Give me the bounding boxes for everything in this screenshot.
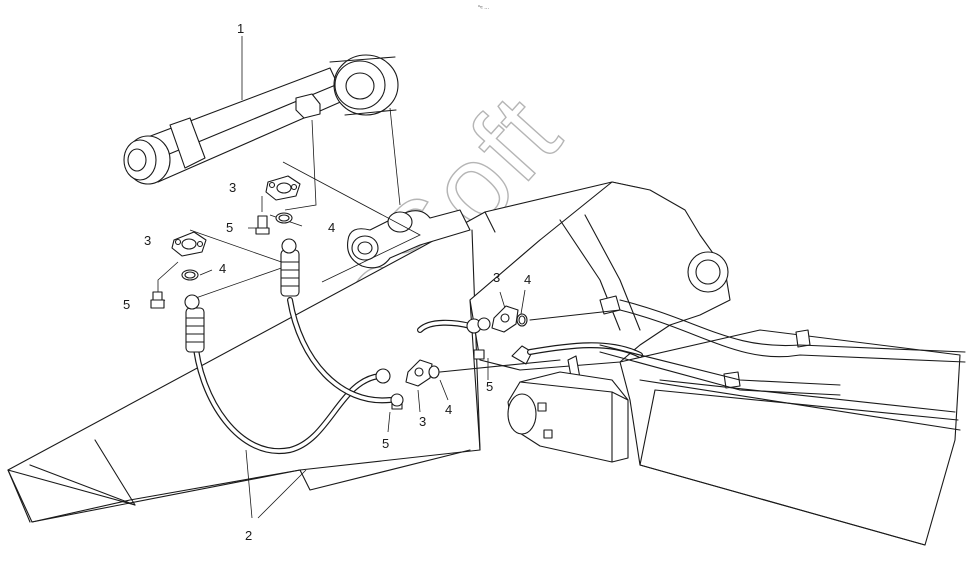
mounting-block bbox=[507, 371, 629, 463]
hoses bbox=[184, 238, 966, 455]
callout-2: 2 bbox=[245, 528, 252, 543]
callout-4-left: 4 bbox=[219, 261, 226, 276]
header-mark: °≈ … bbox=[478, 5, 489, 11]
callout-1: 1 bbox=[237, 21, 244, 36]
callout-5-upper: 5 bbox=[226, 220, 233, 235]
callout-3-left: 3 bbox=[144, 233, 151, 248]
callout-5-left: 5 bbox=[123, 297, 130, 312]
callout-4-upper: 4 bbox=[328, 220, 335, 235]
callout-5-right: 5 bbox=[486, 379, 493, 394]
callout-4-right: 4 bbox=[524, 272, 531, 287]
callout-5-lower: 5 bbox=[382, 436, 389, 451]
callout-3-lower: 3 bbox=[419, 414, 426, 429]
callout-4-lower: 4 bbox=[445, 402, 452, 417]
hydraulic-cylinder bbox=[123, 54, 399, 185]
callout-3-right: 3 bbox=[493, 270, 500, 285]
boom bbox=[7, 181, 961, 546]
callout-3-upper: 3 bbox=[229, 180, 236, 195]
callout-labels: 1 2 3 3 3 3 4 4 4 4 5 5 5 5 bbox=[123, 21, 531, 543]
fittings bbox=[150, 175, 811, 410]
